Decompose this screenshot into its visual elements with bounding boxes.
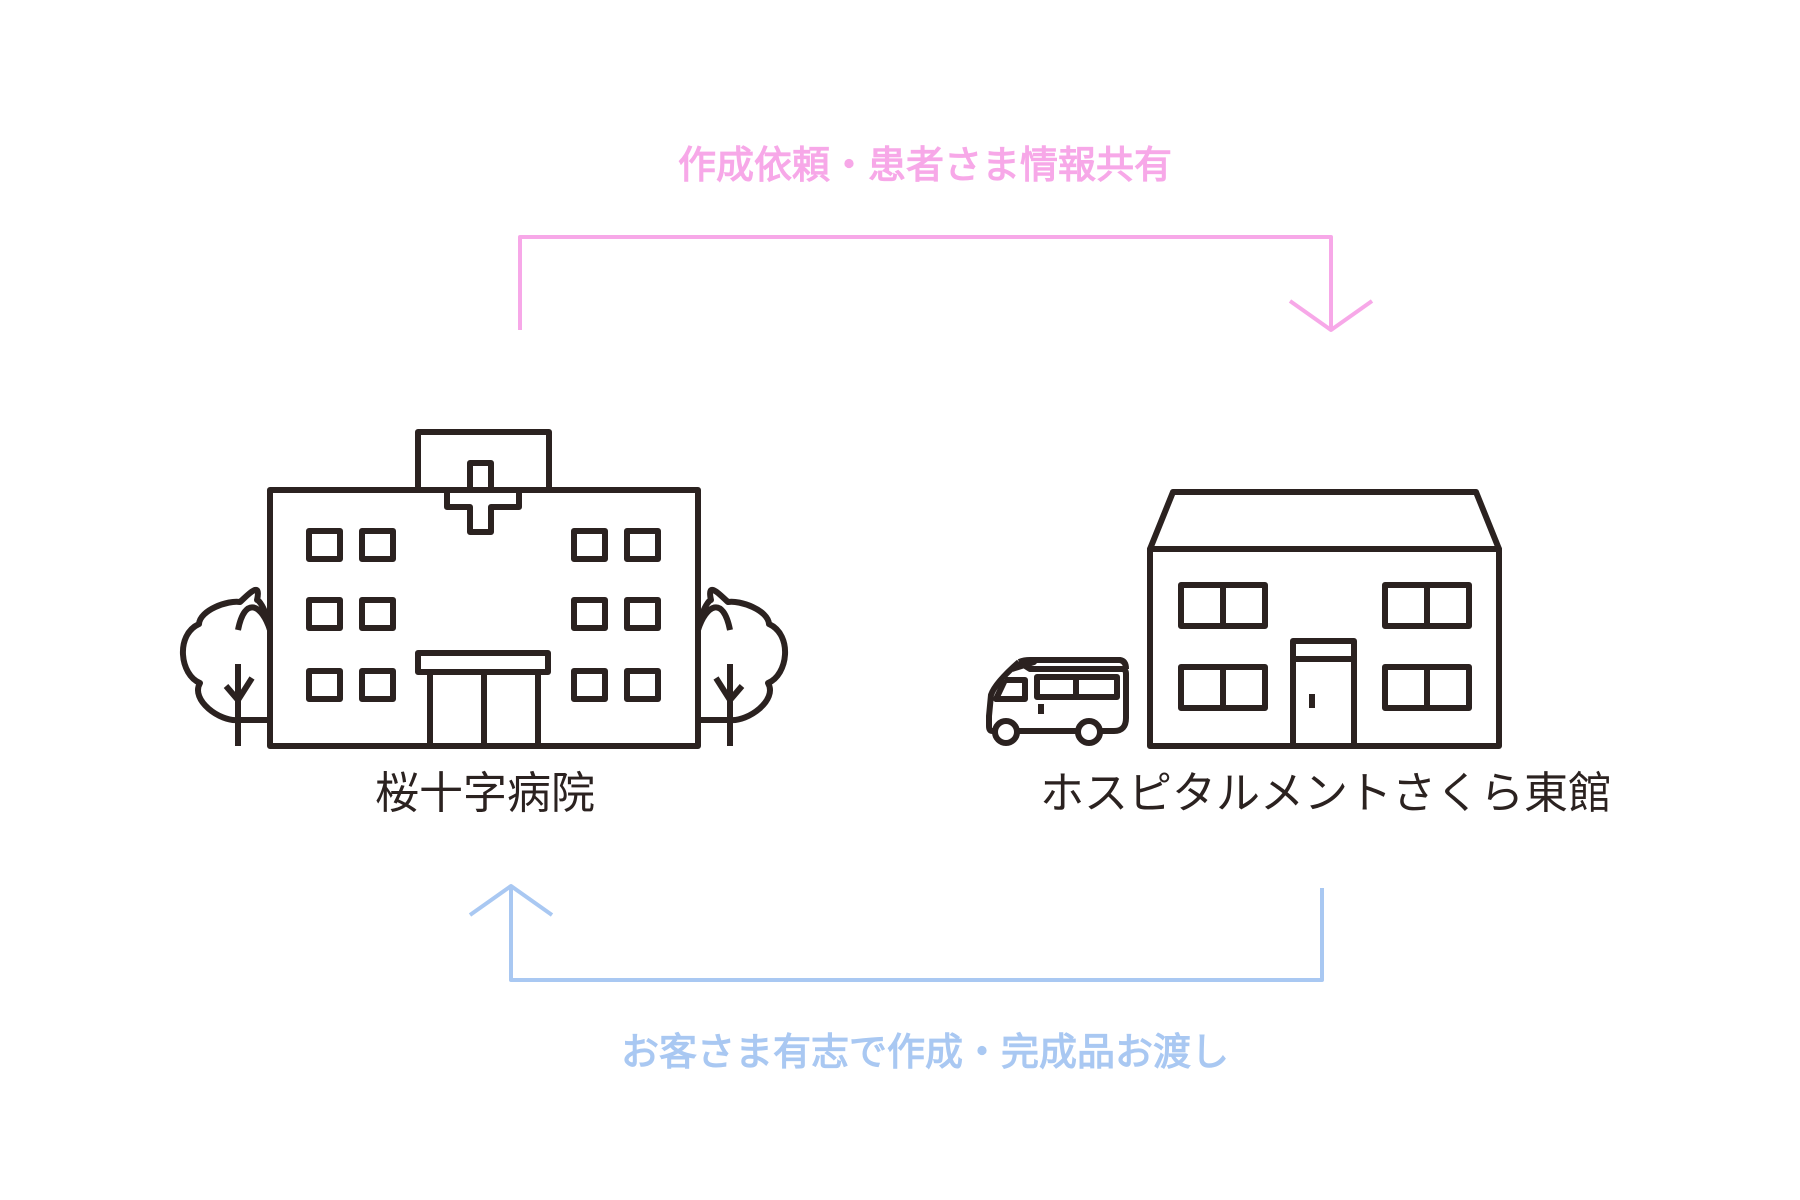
residence-label: ホスピタルメントさくら東館 — [1040, 768, 1612, 819]
bottom-flow-label: お客さま有志で作成・完成品お渡し — [620, 1030, 1230, 1074]
hospital-icon — [267, 429, 701, 749]
hospital-label: 桜十字病院 — [375, 768, 595, 819]
top-flow-arrow — [518, 235, 1374, 332]
van-icon — [986, 657, 1129, 746]
bottom-flow-arrow — [468, 884, 1324, 982]
tree-icon — [695, 586, 788, 746]
top-flow-label: 作成依頼・患者さま情報共有 — [677, 143, 1173, 187]
tree-icon — [180, 586, 273, 746]
house-icon — [1147, 489, 1502, 749]
